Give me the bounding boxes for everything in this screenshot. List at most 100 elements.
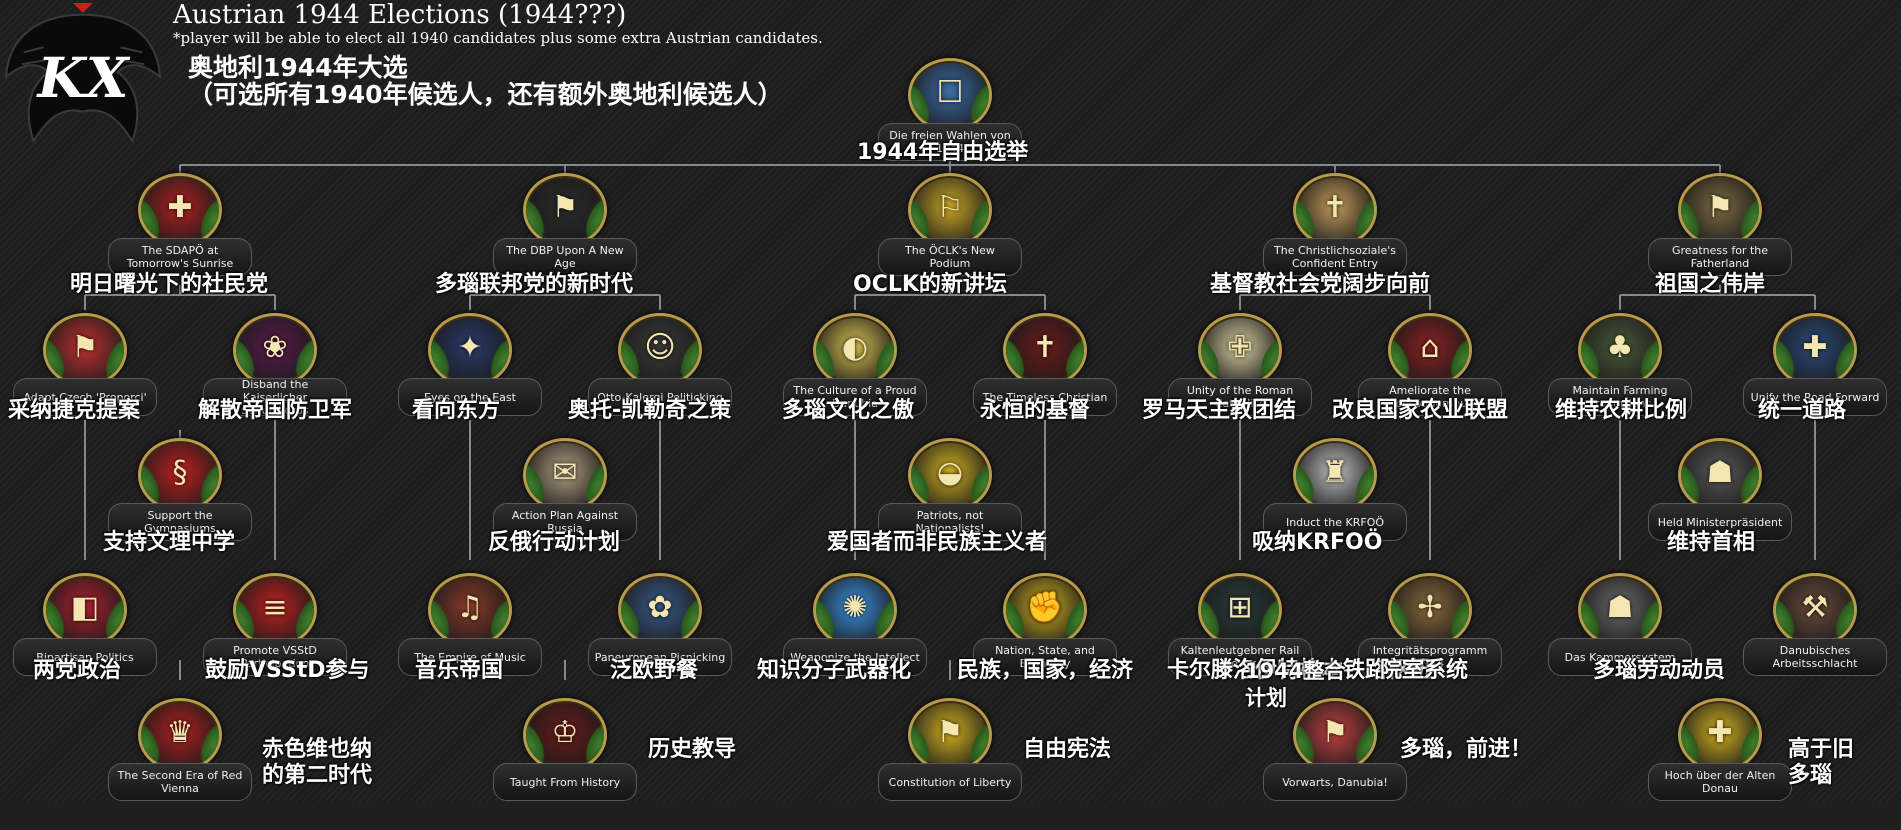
focus-arbeit[interactable]: ⚒Danubisches Arbeitsschlacht	[1740, 555, 1890, 705]
focus-czech[interactable]: ⚑ Adapt Czech 'Proporci'	[10, 295, 160, 445]
focus-label: Eyes on the East	[424, 390, 516, 404]
crucifix-icon: ✝	[1003, 313, 1087, 387]
focus-name-plate: Die freien Wahlen von 1944	[878, 123, 1022, 161]
portrait-icon: ☺	[618, 313, 702, 387]
papal-icon: ✙	[1198, 313, 1282, 387]
focus-name-plate: Vorwarts, Danubia!	[1263, 763, 1407, 801]
chinese-label-dbp: 多瑙联邦党的新时代	[435, 272, 634, 297]
icon-glyph: ✚	[167, 190, 193, 225]
focus-intellect[interactable]: ✺ Weaponize the Intellect	[780, 555, 930, 705]
focus-name-plate: Bipartisan Politics	[13, 638, 157, 676]
focus-name-plate: Unify the Road Forward	[1743, 378, 1887, 416]
focus-kammer[interactable]: ☗ Das Kammersystem	[1545, 555, 1695, 705]
banner-icon: ⚑	[523, 173, 607, 247]
focus-label: The Empire of Music	[414, 650, 526, 664]
icon-glyph: ☗	[1706, 455, 1734, 490]
focus-vsstd[interactable]: ≡Promote VSStD Participation	[200, 555, 350, 705]
chinese-label-vsstd: 鼓励VSStD参与	[205, 658, 370, 683]
icon-glyph: ✙	[1227, 330, 1253, 365]
chinese-label-russia: 反俄行动计划	[488, 530, 621, 555]
focus-label: Das Kammersystem	[1564, 650, 1676, 664]
focus-name-plate: Weaponize the Intellect	[783, 638, 927, 676]
focus-label: The ÖCLK's New Podium	[905, 244, 995, 270]
focus-father[interactable]: ⚑Greatness for the Fatherland	[1645, 155, 1795, 305]
focus-ok[interactable]: ☺Otto-Kalergi Politicking	[585, 295, 735, 445]
chinese-label-gym: 支持文理中学	[103, 530, 236, 555]
icon-glyph: ⚒	[1801, 590, 1829, 625]
farmer-icon: ♣	[1578, 313, 1662, 387]
chinese-label-liberty: 自由宪法	[1023, 737, 1112, 762]
focus-label: Maintain Farming Proportions	[1572, 384, 1668, 410]
page-subtitle-chinese: （可选所有1940年候选人，还有额外奥地利候选人）	[188, 80, 783, 109]
icon-glyph: ⚑	[551, 190, 579, 225]
focus-gym[interactable]: §Support the Gymnasiums	[105, 420, 255, 570]
focus-oclk[interactable]: ⚐The ÖCLK's New Podium	[875, 155, 1025, 305]
statue-icon: ♜	[1293, 438, 1377, 512]
focus-bipart[interactable]: ◧ Bipartisan Politics	[10, 555, 160, 705]
focus-russia[interactable]: ✉Action Plan Against Russia	[490, 420, 640, 570]
focus-tree-lines	[84, 150, 1816, 680]
focus-name-plate: Das Kammersystem	[1548, 638, 1692, 676]
chinese-label-kaiser: 解散帝国防卫军	[198, 398, 353, 423]
focus-label: Kaltenleutgebner Rail Nexus	[1180, 644, 1300, 670]
focus-tchrist[interactable]: ✝The Timeless Christian	[970, 295, 1120, 445]
focus-music[interactable]: ♫The Empire of Music	[395, 555, 545, 705]
focus-label: Constitution of Liberty	[888, 775, 1012, 789]
focus-name-plate: The SDAPÖ at Tomorrow's Sunrise	[108, 238, 252, 276]
focus-name-plate: Support the Gymnasiums	[108, 503, 252, 541]
statue-bust-icon: ☗	[1578, 573, 1662, 647]
focus-patriots[interactable]: ◒Patriots, not Nationalists!	[875, 420, 1025, 570]
focus-nation[interactable]: ✊Nation, State, and Economy	[970, 555, 1120, 705]
focus-name-plate: Nation, State, and Economy	[973, 638, 1117, 676]
focus-dbp[interactable]: ⚑ The DBP Upon A New Age	[490, 155, 640, 305]
fist-icon: ✊	[1003, 573, 1087, 647]
focus-hoch[interactable]: ✚Hoch über der Alten Donau	[1645, 680, 1795, 830]
chinese-label-arbeit: 多瑙劳动动员	[1593, 658, 1726, 683]
focus-kaiser[interactable]: ❀Disband the Kaiserlicher Schutzkorps	[200, 295, 350, 445]
chinese-label-minister: 维持首相	[1667, 530, 1756, 555]
focus-east[interactable]: ✦ Eyes on the East	[395, 295, 545, 445]
focus-roman[interactable]: ✙Unity of the Roman Catholics	[1165, 295, 1315, 445]
focus-label: Held Ministerpräsident	[1657, 515, 1783, 529]
icon-glyph: ⚑	[71, 330, 99, 365]
icon-glyph: ✺	[842, 590, 868, 625]
focus-name-plate: The DBP Upon A New Age	[493, 238, 637, 276]
focus-road[interactable]: ✚ Unify the Road Forward	[1740, 295, 1890, 445]
focus-history[interactable]: ♔Taught From History	[490, 680, 640, 830]
shield-icon: ✚	[138, 173, 222, 247]
icon-glyph: ♣	[1606, 330, 1634, 365]
compass-icon: ✦	[428, 313, 512, 387]
focus-bauern[interactable]: ⌂Ameliorate the Reichsbauernbund	[1355, 295, 1505, 445]
focus-vienna[interactable]: ♛The Second Era of Red Vienna	[105, 680, 255, 830]
picasso-icon: ◐	[813, 313, 897, 387]
focus-rail[interactable]: ⊞Kaltenleutgebner Rail Nexus	[1165, 555, 1315, 705]
icon-glyph: ✚	[1802, 330, 1828, 365]
focus-krfoo[interactable]: ♜Induct the KRFOÖ	[1260, 420, 1410, 570]
focus-christ[interactable]: ✝The Christlichsoziale's Confident Entry	[1260, 155, 1410, 305]
map-icon: ⚑	[1678, 173, 1762, 247]
icon-glyph: ⚑	[1321, 715, 1349, 750]
liberty-icon: ⚑	[908, 698, 992, 772]
focus-danubia[interactable]: ◐The Culture of a Proud Danubia	[780, 295, 930, 445]
focus-name-plate: Otto-Kalergi Politicking	[588, 378, 732, 416]
focus-label: Hoch über der Alten Donau	[1664, 769, 1776, 795]
icon-glyph: ⚑	[1706, 190, 1734, 225]
focus-name-plate: Patriots, not Nationalists!	[878, 503, 1022, 541]
focus-vorwarts[interactable]: ⚑ Vorwarts, Danubia!	[1260, 680, 1410, 830]
focus-liberty[interactable]: ⚑ Constitution of Liberty	[875, 680, 1025, 830]
focus-sdapo[interactable]: ✚ The SDAPÖ at Tomorrow's Sunrise	[105, 155, 255, 305]
focus-name-plate: Adapt Czech 'Proporci'	[13, 378, 157, 416]
chinese-label-oclk: OCLK的新讲坛	[853, 272, 1007, 297]
icon-glyph: ✝	[1322, 190, 1348, 225]
focus-minister[interactable]: ☗ Held Ministerpräsident	[1645, 420, 1795, 570]
bust-icon: ☗	[1678, 438, 1762, 512]
focus-root[interactable]: ☐Die freien Wahlen von 1944	[875, 40, 1025, 190]
focus-label: Disband the Kaiserlicher Schutzkorps	[241, 378, 309, 416]
focus-farming[interactable]: ♣ Maintain Farming Proportions	[1545, 295, 1695, 445]
focus-integ[interactable]: ✢Integritätsprogramm 1944	[1355, 555, 1505, 705]
focus-label: Integritätsprogramm 1944	[1372, 644, 1488, 670]
focus-label: Bipartisan Politics	[36, 650, 134, 664]
focus-picnic[interactable]: ✿Paneuropean Picnicking	[585, 555, 735, 705]
icon-glyph: ⌂	[1420, 330, 1440, 365]
icon-glyph: ◧	[70, 590, 100, 625]
